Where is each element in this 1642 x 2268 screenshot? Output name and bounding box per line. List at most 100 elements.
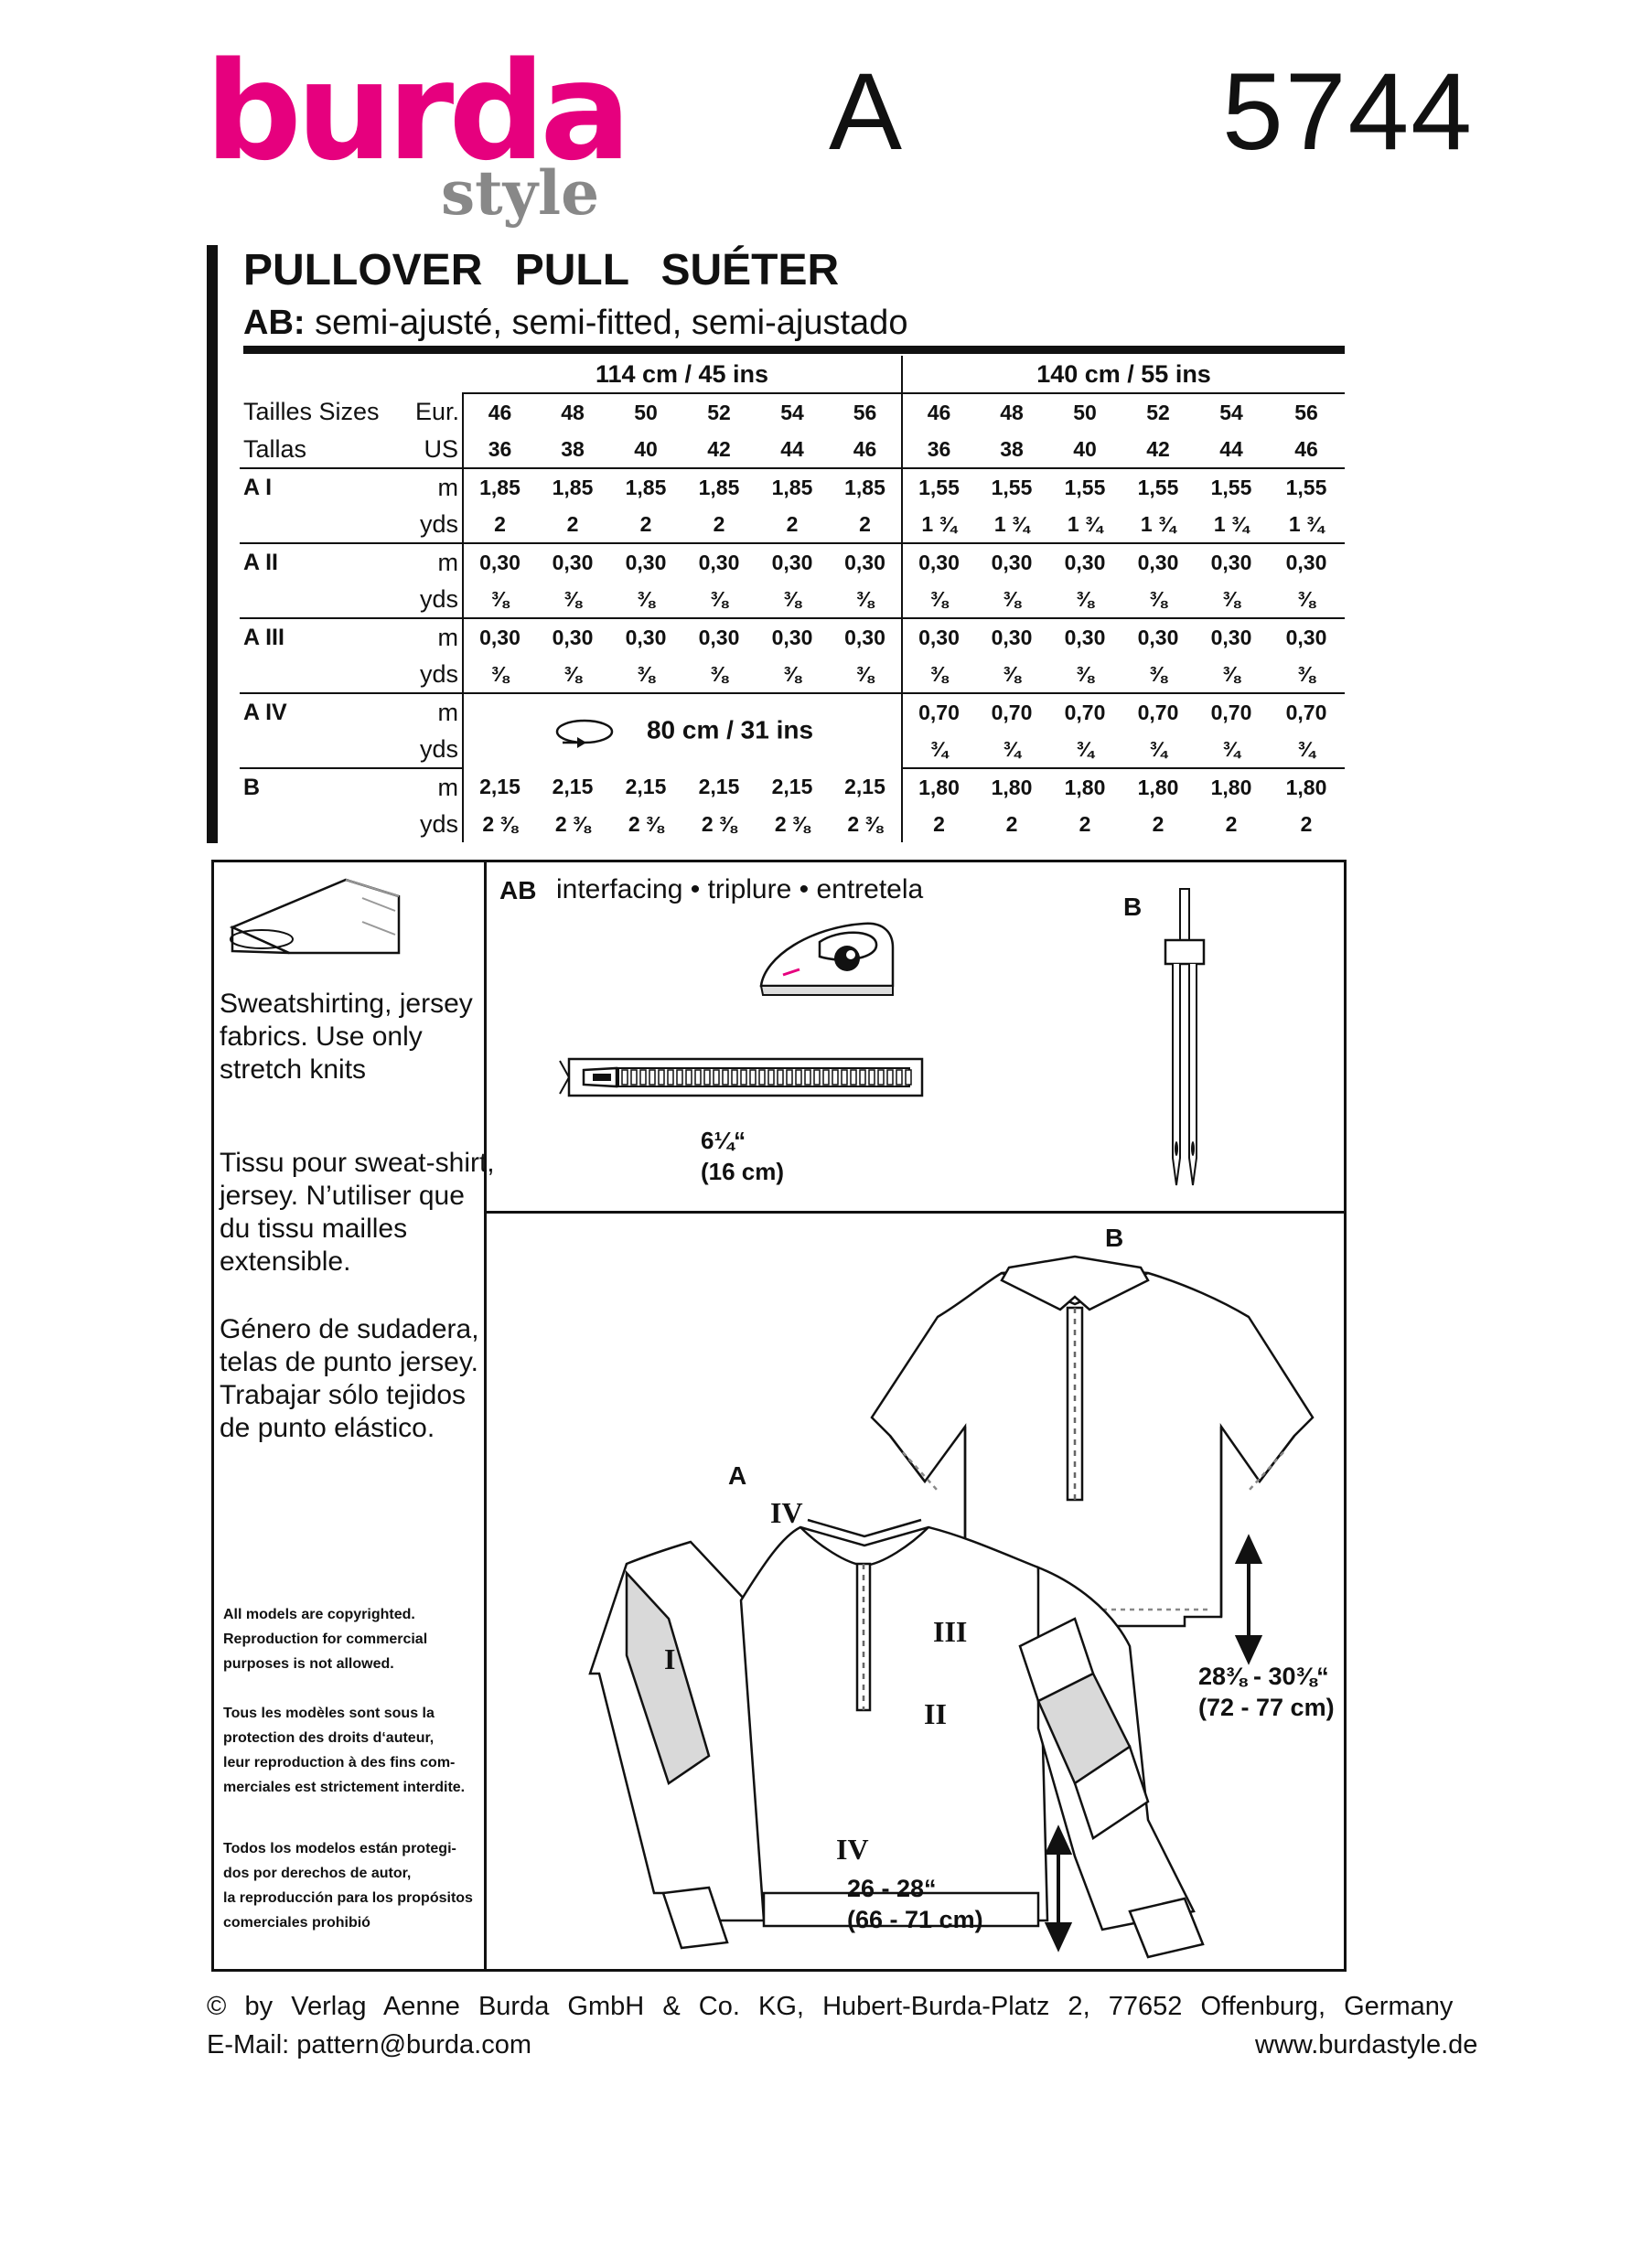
zipper-tooth xyxy=(859,1069,866,1086)
yardage-value: ⅜ xyxy=(609,656,682,694)
zipper-length-cm: (16 cm) xyxy=(701,1158,785,1185)
zipper-tooth xyxy=(767,1069,775,1086)
view-a-drawing xyxy=(588,1518,1205,1959)
zipper-length-in: 6¼“ xyxy=(701,1127,746,1154)
yardage-value: 0,30 xyxy=(698,625,740,649)
yardage-value: 2,15 xyxy=(552,775,594,798)
yardage-value: 1,80 xyxy=(1064,775,1106,799)
yardage-value: ¾ xyxy=(1195,731,1269,769)
yardage-value: ⅜ xyxy=(902,581,976,619)
yardage-value: 0,30 xyxy=(479,550,521,574)
zipper-tooth xyxy=(621,1069,628,1086)
fabric-text-en: Sweatshirting, jersey fabrics. Use only … xyxy=(220,989,473,1085)
piece-label-iv-neck: IV xyxy=(770,1496,803,1529)
yardage-value: 1,85 xyxy=(625,475,667,499)
yardage-value: 0,30 xyxy=(552,625,594,649)
yardage-value: 0,30 xyxy=(829,618,904,656)
yardage-value: 1 ¾ xyxy=(1268,506,1346,544)
yardage-value: 0,70 xyxy=(1210,700,1252,724)
yardage-value: 0,30 xyxy=(1285,550,1327,574)
yardage-value: 1 ¾ xyxy=(902,506,976,544)
us-size: 46 xyxy=(1268,431,1346,469)
unit-yds: yds xyxy=(415,656,464,694)
zipper-tooth xyxy=(777,1069,784,1086)
zipper-tooth xyxy=(868,1069,875,1086)
zipper-tooth xyxy=(703,1069,711,1086)
rib-length: 80 cm / 31 ins xyxy=(646,714,814,744)
yardage-value: 0,30 xyxy=(1137,550,1179,574)
footer-email: E-Mail: pattern@burda.com xyxy=(207,2030,532,2059)
yardage-value: 1,80 xyxy=(991,775,1033,799)
yardage-value: ⅜ xyxy=(463,581,536,619)
zipper-tooth xyxy=(658,1069,665,1086)
view-b-label: B xyxy=(1105,1224,1124,1252)
footer-website: www.burdastyle.de xyxy=(1255,2030,1478,2059)
yardage-value: 1,55 xyxy=(991,475,1033,499)
page-subtitle: AB: semi-ajusté, semi-fitted, semi-ajust… xyxy=(243,305,907,340)
row-label-blank xyxy=(240,731,415,769)
ribbing-icon xyxy=(555,719,614,748)
row-label: A IV xyxy=(243,699,287,725)
zipper-tooth xyxy=(795,1069,802,1086)
zipper-tooth xyxy=(649,1069,656,1086)
yardage-value: ⅜ xyxy=(1121,581,1196,619)
row-label-blank xyxy=(240,506,415,544)
copyright-notice-en: All models are copyrighted. Reproduction… xyxy=(223,1607,428,1672)
yardage-value: 1 ¾ xyxy=(1195,506,1269,544)
zipper-tooth xyxy=(694,1069,702,1086)
yardage-value: 0,30 xyxy=(1210,625,1252,649)
eur-size: 46 xyxy=(488,400,512,424)
notions-interfacing: interfacing • triplure • entretela xyxy=(556,874,924,904)
zipper-tooth xyxy=(813,1069,821,1086)
yardage-value: ⅜ xyxy=(756,581,829,619)
page-title: PULLOVER PULL SUÉTER xyxy=(243,246,840,294)
us-size: 40 xyxy=(609,431,682,469)
row-label-blank xyxy=(240,656,415,694)
eur-size: 54 xyxy=(1219,400,1243,424)
row-label: A I xyxy=(243,474,273,500)
yardage-value: 0,30 xyxy=(1064,550,1106,574)
yardage-value: ⅜ xyxy=(682,581,756,619)
yardage-value: ⅜ xyxy=(1121,656,1196,694)
yardage-value: 2 ⅜ xyxy=(628,811,664,836)
yardage-value: 1,80 xyxy=(1137,775,1179,799)
yardage-value: 2 xyxy=(463,506,536,544)
length-arrow-a xyxy=(1044,1824,1073,1952)
row-label: A II xyxy=(243,549,278,575)
yardage-value: 0,30 xyxy=(1064,625,1106,649)
unit-yds: yds xyxy=(415,731,464,769)
yardage-value: 2,15 xyxy=(829,768,904,806)
yardage-value: ¾ xyxy=(1121,731,1196,769)
zipper-tooth xyxy=(713,1069,720,1086)
zipper-tooth xyxy=(822,1069,830,1086)
yardage-value: 2 xyxy=(1005,811,1018,836)
zipper-tooth xyxy=(841,1069,848,1086)
yardage-value: 0,30 xyxy=(625,625,667,649)
subtitle-fit: semi-ajusté, semi-fitted, semi-ajustado xyxy=(315,304,908,342)
twin-needle-icon xyxy=(1164,888,1206,1186)
eur-size: 50 xyxy=(634,400,658,424)
us-size: 36 xyxy=(902,431,976,469)
us-size: 46 xyxy=(829,431,904,469)
yardage-value: 0,30 xyxy=(625,550,667,574)
pattern-number: 5744 xyxy=(1222,50,1474,173)
brand-logo: burda xyxy=(205,33,631,190)
yardage-value: 2 ⅜ xyxy=(482,811,518,836)
sidebar-bar xyxy=(207,245,218,843)
yardage-value: ⅜ xyxy=(463,656,536,694)
yardage-value: 2 xyxy=(682,506,756,544)
yardage-value: 0,30 xyxy=(829,543,904,581)
yardage-value: ⅜ xyxy=(1195,656,1269,694)
iron-icon xyxy=(759,922,895,996)
yardage-value: ¾ xyxy=(975,731,1049,769)
notions-views: AB xyxy=(499,876,537,904)
yardage-value: 2,15 xyxy=(698,775,740,798)
yardage-value: 0,30 xyxy=(552,550,594,574)
eur-size: 56 xyxy=(829,393,904,431)
piece-label-ii: II xyxy=(924,1697,947,1730)
